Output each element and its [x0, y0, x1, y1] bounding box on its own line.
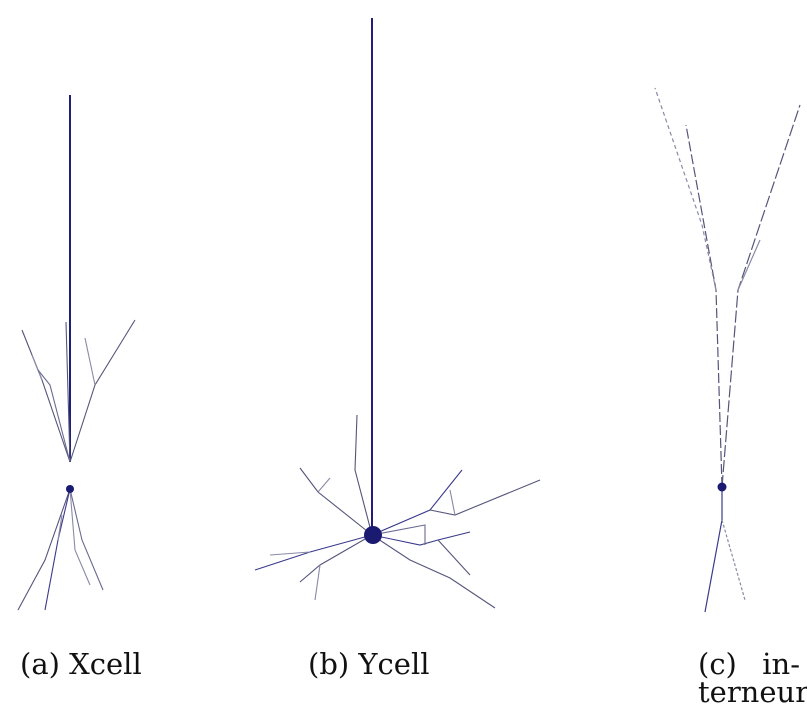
xcell-dendrite [57, 514, 63, 541]
ycell-dendrite [371, 534, 496, 609]
xcell-dendrite [37, 369, 71, 463]
xcell-soma [66, 485, 74, 493]
xcell-lower-dendrites [17, 488, 104, 611]
interneuron-dendrite [737, 239, 761, 291]
ycell-dendrite [371, 531, 471, 546]
caption-interneuron: (c) in- terneuron [698, 647, 807, 709]
interneuron-dendrite [685, 124, 723, 488]
ycell-dendrite [254, 534, 373, 571]
xcell-dendrite [69, 488, 91, 586]
xcell-dendrite [31, 354, 43, 381]
xcell-dendrite [84, 337, 96, 386]
interneuron-neuron [654, 87, 801, 613]
ycell-dendrite [314, 564, 321, 601]
xcell-dendrite [65, 321, 71, 463]
xcell-dendrite [69, 319, 136, 463]
interneuron-upper-dendrites [654, 87, 801, 488]
interneuron-dendrite [721, 104, 801, 488]
ycell-dendrites [254, 414, 541, 609]
xcell-dendrite [17, 488, 71, 611]
ycell-neuron [254, 18, 541, 609]
ycell-dendrite [429, 479, 541, 516]
ycell-dendrite [269, 551, 311, 556]
caption-ycell: (b) Ycell [308, 647, 430, 681]
ycell-dendrite [299, 534, 373, 583]
ycell-dendrite [299, 467, 373, 536]
ycell-dendrite [354, 414, 373, 536]
caption-xcell: (a) Xcell [20, 647, 142, 681]
caption-interneuron-line2: terneuron [698, 675, 807, 709]
ycell-soma [364, 526, 382, 544]
ycell-dendrite [371, 524, 426, 545]
xcell-dendrite [21, 329, 71, 463]
interneuron-dendrite [721, 519, 746, 601]
interneuron-lower-dendrites [704, 487, 746, 613]
ycell-dendrite [449, 489, 456, 516]
interneuron-soma [717, 482, 727, 492]
xcell-dendrite [69, 488, 104, 591]
xcell-upper-dendrites [21, 319, 136, 463]
ycell-dendrite [371, 469, 463, 536]
ycell-dendrite [437, 539, 471, 576]
caption-interneuron-line1: (c) in- [698, 647, 800, 681]
interneuron-dendrite [654, 87, 717, 291]
ycell-dendrite [317, 477, 331, 493]
xcell-neuron [17, 95, 136, 611]
interneuron-dendrite [704, 487, 723, 613]
